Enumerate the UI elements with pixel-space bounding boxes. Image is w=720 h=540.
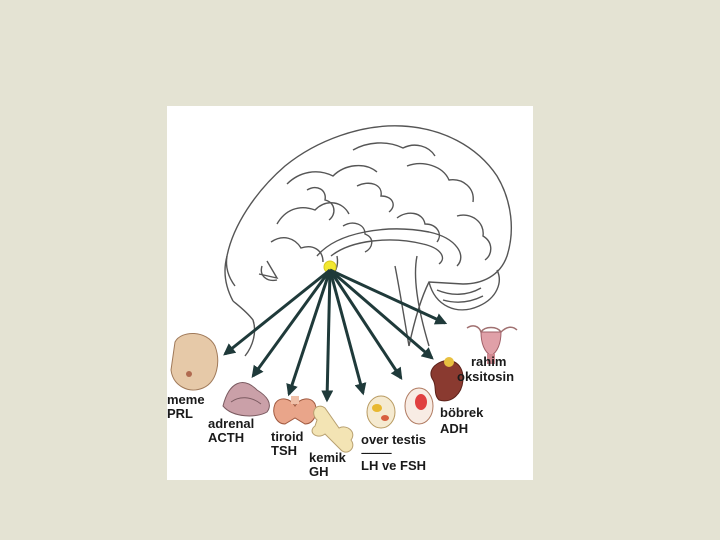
arrow-meme [223,268,331,356]
label-kemik: kemik [309,450,346,465]
adrenal-gland-icon [222,382,270,417]
kidney-icon [430,357,464,402]
arrow-rahim [329,268,448,325]
bone-icon [311,405,354,453]
label-lh-fsh: LH ve FSH [361,458,427,473]
label-bobrek: böbrek [440,405,484,420]
label-adh: ADH [440,421,469,436]
hormone-arrows [223,268,448,403]
testis-icon [404,387,434,425]
label-tsh: TSH [271,443,297,458]
label-rahim: rahim [471,354,507,369]
arrow-tiroid [286,269,332,397]
arrow-over [328,269,367,396]
ovary-icon [366,395,396,429]
arrow-testis [328,269,403,381]
label-adrenal: adrenal [208,416,255,431]
label-prl: PRL [167,406,193,421]
label-over-testis: over testis [361,432,427,447]
label-tiroid: tiroid [271,429,304,444]
label-gh: GH [309,464,329,479]
label-meme: meme [167,392,205,407]
arrow-adrenal [251,269,332,378]
diagram-svg [170,125,518,453]
breast-icon [170,333,219,391]
arrow-kemik [321,269,334,403]
arrow-bobrek [329,268,434,360]
label-separator: --------------- [361,448,392,458]
label-oksitosin: oksitosin [457,369,515,384]
label-acth: ACTH [208,430,245,445]
thyroid-icon [273,396,317,425]
uterus-icon [466,325,518,364]
diagram-panel: meme PRL adrenal ACTH tiroid TSH kemik G… [167,106,533,480]
